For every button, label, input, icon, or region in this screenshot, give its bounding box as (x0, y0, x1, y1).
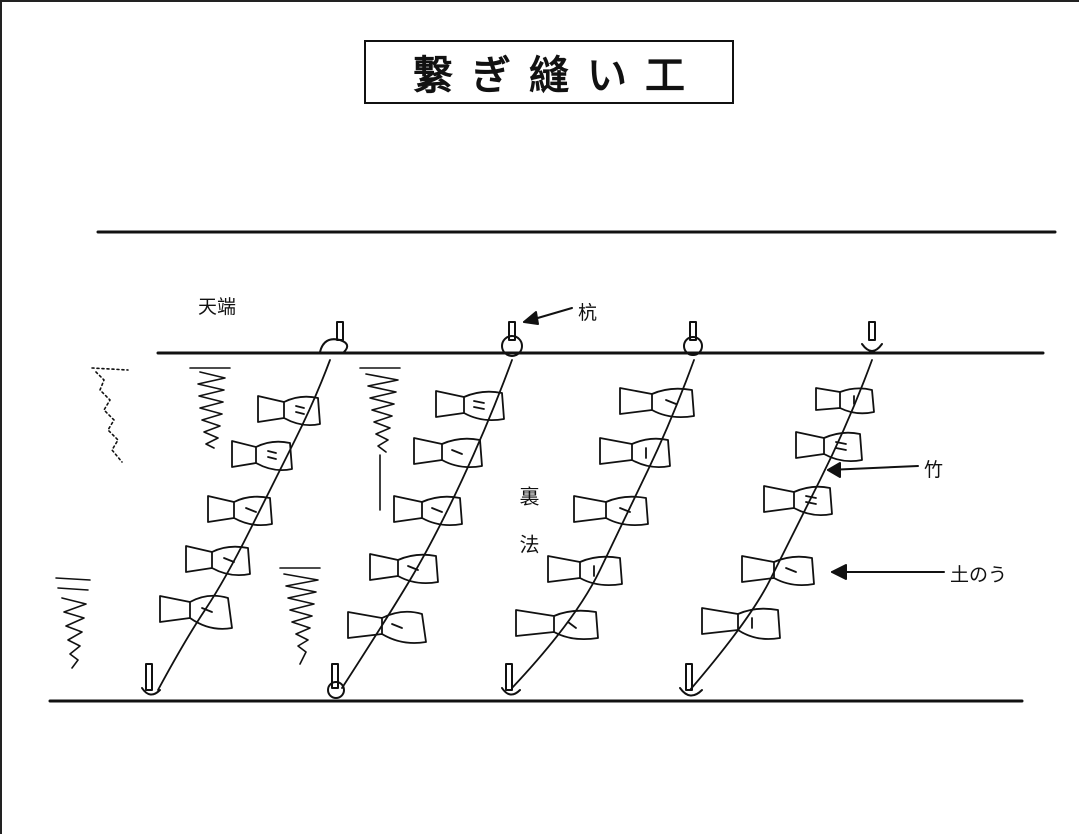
stake-icon (327, 663, 345, 699)
sandbag-icon (573, 495, 649, 527)
bamboo-line (157, 359, 331, 691)
stake-icon (861, 321, 883, 352)
crack-mark-icon (279, 567, 321, 665)
figure-title: 繋ぎ縫い工 (413, 53, 703, 99)
sandbag-icon (413, 437, 483, 469)
label-top-edge: 天端 (198, 296, 237, 318)
sandbag-icon (185, 545, 251, 577)
sandbag-icon (741, 555, 815, 587)
sandbag-icon (369, 553, 439, 585)
sandbag-icon (231, 440, 293, 472)
sandbag-icon (547, 555, 623, 587)
stake-icon (319, 321, 349, 353)
sandbag-icon (515, 609, 599, 641)
stake-icon (501, 321, 523, 357)
label-sandbag: 土のう (950, 564, 1008, 586)
crack-mark-icon (189, 367, 231, 449)
sandbag-icon (435, 390, 505, 422)
sandbag-icon (815, 387, 875, 415)
sandbag-group-2 (347, 390, 505, 644)
stake-icon (501, 663, 521, 696)
sandbag-icon (393, 495, 463, 527)
label-stake: 杭 (578, 302, 598, 324)
sandbag-icon (347, 610, 427, 644)
sandbag-icon (159, 594, 233, 630)
arrow-icon (827, 462, 919, 478)
crack-mark-icon (359, 367, 401, 511)
label-bamboo: 竹 (924, 459, 944, 481)
bamboo-line (511, 359, 695, 689)
sandbag-icon (763, 485, 833, 517)
bamboo-line (341, 359, 513, 689)
stake-icon (683, 321, 703, 356)
sandbag-icon (207, 495, 273, 527)
sandbag-icon (795, 431, 863, 463)
arrow-icon (831, 564, 945, 580)
crack-mark-icon (55, 577, 91, 669)
sandbag-icon (619, 387, 695, 419)
sandbag-group-4 (701, 387, 875, 640)
arrow-icon (523, 307, 573, 325)
sandbag-icon (701, 607, 781, 640)
sandbag-icon (257, 395, 321, 427)
label-back-slope: 裏法 (516, 486, 540, 582)
title-box: 繋ぎ縫い工 (364, 40, 734, 104)
crack-mark-icon (91, 367, 129, 463)
stake-icon (679, 663, 703, 697)
sandbag-icon (599, 437, 671, 469)
sandbag-group-3 (515, 387, 695, 641)
sandbag-group-1 (159, 395, 321, 630)
stake-icon (141, 663, 161, 696)
